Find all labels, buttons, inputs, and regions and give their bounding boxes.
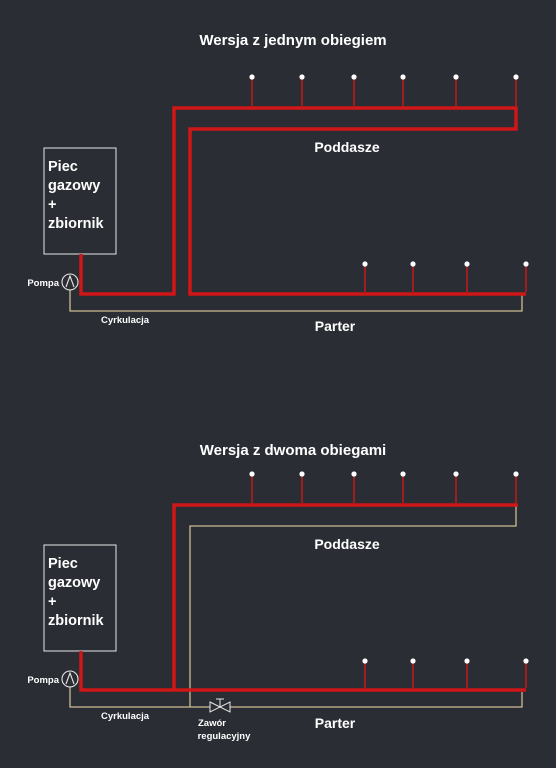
circulation-pipe [69, 290, 523, 312]
ground-floor-label: Parter [315, 715, 356, 731]
boiler-label-line: Piec [48, 556, 78, 572]
pump-label: Pompa [27, 278, 59, 289]
boiler-label-line: gazowy [48, 575, 100, 591]
attic-circulation-pipe [189, 505, 517, 707]
pump-icon [61, 273, 79, 291]
boiler-label-line: + [48, 594, 56, 610]
attic-label: Poddasze [314, 139, 380, 155]
water-outlet-dot [513, 74, 519, 80]
hot-water-pipe [79, 106, 526, 296]
diagram-two-loops: Wersja z dwoma obiegami Piec gazowy + zb… [27, 442, 529, 742]
boiler-label-line: Piec [48, 159, 78, 175]
diagram-single-loop: Wersja z jednym obiegiem Piec gazowy + z… [27, 32, 529, 334]
diagram-title: Wersja z jednym obiegiem [199, 32, 386, 49]
boiler-label-line: zbiornik [48, 216, 105, 232]
water-outlet-dot [249, 74, 255, 80]
ground-floor-outlets [362, 658, 529, 688]
water-outlet-dot [351, 74, 357, 80]
water-outlet-dot [351, 471, 357, 477]
circulation-label: Cyrkulacja [101, 711, 150, 722]
water-outlet-dot [410, 261, 416, 267]
boiler-label-line: + [48, 197, 56, 213]
attic-hot-water-pipe [172, 503, 518, 690]
water-outlet-dot [523, 658, 529, 664]
water-outlet-dot [410, 658, 416, 664]
water-outlet-dot [299, 471, 305, 477]
attic-label: Poddasze [314, 536, 380, 552]
water-outlet-dot [464, 658, 470, 664]
ground-floor-label: Parter [315, 318, 356, 334]
water-outlet-dot [453, 74, 459, 80]
water-outlet-dot [299, 74, 305, 80]
valve-label-line: Zawór [198, 718, 226, 729]
water-outlet-dot [400, 471, 406, 477]
water-outlet-dot [464, 261, 470, 267]
water-outlet-dot [362, 658, 368, 664]
valve-label-line: regulacyjny [198, 731, 252, 742]
water-outlet-dot [523, 261, 529, 267]
water-outlet-dot [453, 471, 459, 477]
water-outlet-dot [400, 74, 406, 80]
ground-floor-outlets [362, 261, 529, 292]
pump-icon [61, 670, 79, 688]
pump-label: Pompa [27, 675, 59, 686]
water-outlet-dot [362, 261, 368, 267]
circulation-pipe [69, 687, 523, 708]
attic-outlets [249, 74, 519, 106]
water-outlet-dot [249, 471, 255, 477]
boiler-label-line: zbiornik [48, 613, 105, 629]
boiler-label-line: gazowy [48, 178, 100, 194]
hot-water-pipe [79, 651, 526, 692]
balancing-valve-icon [209, 698, 231, 713]
diagram-title: Wersja z dwoma obiegami [200, 442, 386, 459]
water-outlet-dot [513, 471, 519, 477]
attic-outlets [249, 471, 519, 503]
circulation-label: Cyrkulacja [101, 315, 150, 326]
